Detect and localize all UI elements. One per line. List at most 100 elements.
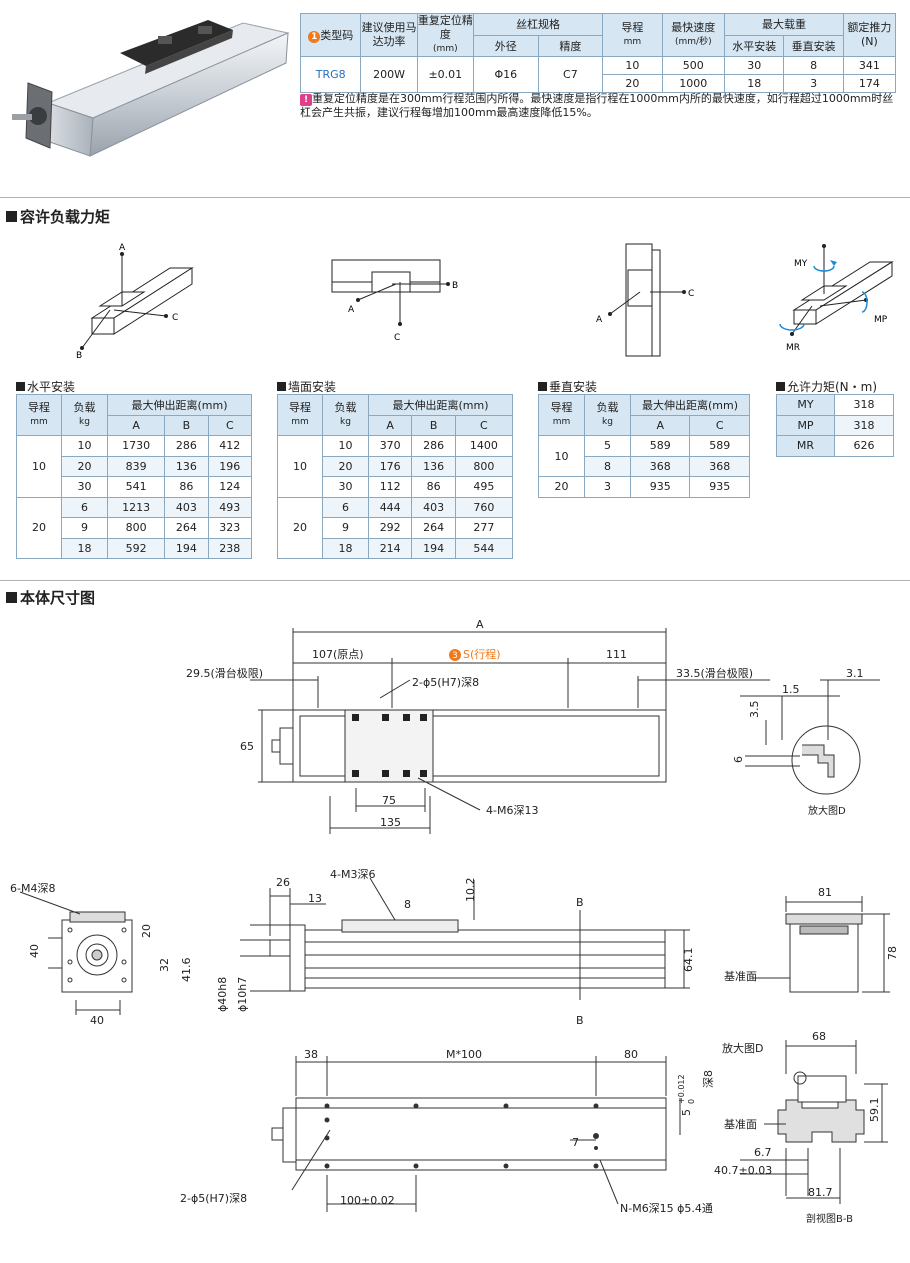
svg-text:78: 78 — [886, 946, 899, 960]
svg-text:0: 0 — [687, 1099, 696, 1104]
svg-text:4-M6深13: 4-M6深13 — [486, 804, 538, 817]
speed-value: 500 — [661, 56, 726, 75]
svg-text:A: A — [348, 305, 355, 315]
svg-text:41.6: 41.6 — [180, 958, 193, 983]
svg-text:A: A — [119, 243, 126, 253]
speed-value: 1000 — [661, 74, 726, 93]
grade: C7 — [537, 56, 604, 93]
badge-1: 1 — [308, 31, 321, 43]
svg-text:10.2: 10.2 — [464, 878, 477, 903]
svg-text:剖视图B-B: 剖视图B-B — [806, 1212, 853, 1225]
svg-text:放大图D: 放大图D — [722, 1041, 763, 1055]
svg-text:C: C — [394, 333, 400, 343]
thrust-value: 341 — [842, 56, 897, 75]
product-photo — [12, 20, 290, 157]
svg-text:C: C — [688, 289, 694, 299]
svg-text:100±0.02: 100±0.02 — [340, 1194, 395, 1207]
svg-text:基准面: 基准面 — [724, 970, 757, 983]
svg-text:B: B — [452, 281, 458, 291]
svg-text:26: 26 — [276, 876, 290, 889]
wall-table-title: 墙面安装 — [277, 378, 336, 395]
svg-text:6.7: 6.7 — [754, 1146, 772, 1159]
svg-text:A: A — [476, 618, 484, 631]
svg-text:S(行程): S(行程) — [463, 648, 501, 661]
svg-text:M*100: M*100 — [446, 1048, 482, 1061]
accuracy: ±0.01 — [416, 56, 474, 93]
svg-text:111: 111 — [606, 648, 627, 661]
svg-text:6: 6 — [732, 756, 745, 763]
svg-text:MY: MY — [794, 259, 808, 269]
header-screw-spec: 丝杠规格 — [472, 13, 604, 36]
spec-note: !重复定位精度是在300mm行程范围内所得。最快速度是指行程在1000mm内所的… — [300, 92, 894, 119]
header-speed: 最快速度(mm/秒) — [661, 13, 726, 57]
horizontal-moment-diagram: A C B — [76, 243, 194, 360]
svg-text:75: 75 — [382, 794, 396, 807]
divider — [0, 580, 910, 581]
vert-value: 3 — [783, 74, 844, 93]
svg-text:ϕ10h7: ϕ10h7 — [236, 977, 249, 1012]
svg-text:68: 68 — [812, 1030, 826, 1043]
svg-text:5: 5 — [680, 1109, 693, 1116]
svg-text:基准面: 基准面 — [724, 1118, 757, 1131]
lead-value: 20 — [602, 74, 663, 93]
svg-text:29.5(滑台极限): 29.5(滑台极限) — [186, 666, 263, 680]
vert-value: 8 — [783, 56, 844, 75]
svg-text:33.5(滑台极限): 33.5(滑台极限) — [676, 666, 753, 680]
svg-text:N-M6深15 ϕ5.4通: N-M6深15 ϕ5.4通 — [620, 1202, 713, 1215]
svg-text:40: 40 — [28, 944, 41, 958]
header-max-load: 最大载重 — [724, 13, 844, 36]
svg-text:59.1: 59.1 — [868, 1098, 881, 1123]
svg-text:6-M4深8: 6-M4深8 — [10, 882, 55, 895]
moment-axes-diagram: MY MP MR — [779, 244, 894, 353]
svg-text:80: 80 — [624, 1048, 638, 1061]
note-badge: ! — [300, 94, 312, 106]
svg-text:40.7±0.03: 40.7±0.03 — [714, 1164, 772, 1177]
svg-text:3.1: 3.1 — [846, 667, 864, 680]
svg-text:MR: MR — [786, 343, 800, 353]
model-code: TRG8 — [299, 56, 362, 93]
header-accuracy: 重复定位精度(mm) — [416, 13, 474, 57]
svg-text:B: B — [576, 1014, 584, 1027]
header-outer-dia: 外径 — [472, 34, 539, 57]
header-horizontal: 水平安装 — [724, 34, 785, 57]
horizontal-table-title: 水平安装 — [16, 378, 75, 395]
svg-text:+0.012: +0.012 — [677, 1074, 686, 1104]
thrust-value: 174 — [842, 74, 897, 93]
svg-text:38: 38 — [304, 1048, 318, 1061]
horiz-value: 18 — [724, 74, 785, 93]
svg-text:2-ϕ5(H7)深8: 2-ϕ5(H7)深8 — [180, 1192, 247, 1205]
svg-text:ϕ40h8: ϕ40h8 — [216, 977, 229, 1012]
horiz-value: 30 — [724, 56, 785, 75]
svg-text:107(原点): 107(原点) — [312, 648, 364, 661]
svg-text:4-M3深6: 4-M3深6 — [330, 868, 375, 881]
svg-text:65: 65 — [240, 740, 254, 753]
divider — [0, 197, 910, 198]
svg-text:8: 8 — [404, 898, 411, 911]
svg-text:81: 81 — [818, 886, 832, 899]
svg-text:1.5: 1.5 — [782, 683, 800, 696]
moment-table-title: 允许力矩(N・m) — [776, 378, 877, 395]
wall-moment-diagram: C B A — [331, 259, 458, 343]
dimension-section-title: 本体尺寸图 — [6, 587, 95, 608]
svg-text:20: 20 — [140, 924, 153, 938]
svg-text:64.1: 64.1 — [682, 948, 695, 973]
svg-text:40: 40 — [90, 1014, 104, 1027]
svg-text:135: 135 — [380, 816, 401, 829]
header-precision: 精度 — [537, 34, 604, 57]
lead-value: 10 — [602, 56, 663, 75]
diameter: Φ16 — [472, 56, 539, 93]
svg-text:B: B — [76, 351, 82, 360]
svg-text:深8: 深8 — [702, 1070, 715, 1088]
svg-text:2-ϕ5(H7)深8: 2-ϕ5(H7)深8 — [412, 676, 479, 689]
vertical-table-title: 垂直安装 — [538, 378, 597, 395]
header-rated-thrust: 额定推力(N) — [842, 13, 897, 57]
svg-text:放大图D: 放大图D — [808, 804, 846, 817]
svg-text:32: 32 — [158, 958, 171, 972]
svg-text:MP: MP — [874, 315, 888, 325]
